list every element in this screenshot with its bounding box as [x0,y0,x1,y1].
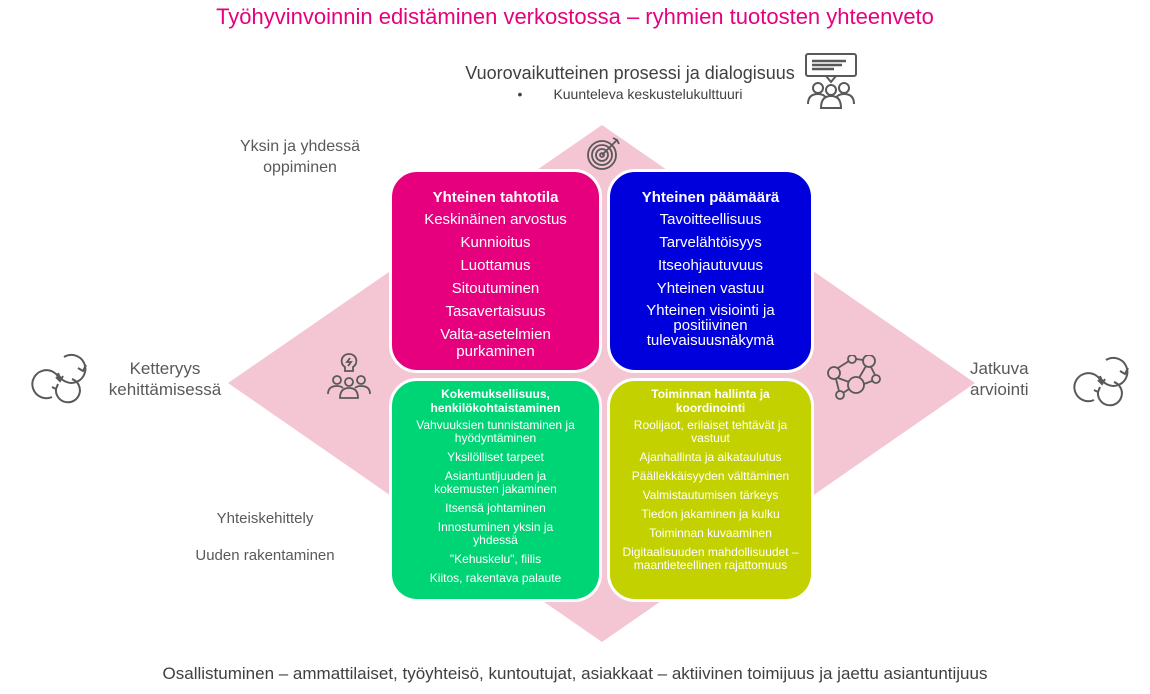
target-icon [587,137,620,170]
idea-group-icon [327,353,371,399]
box-shared-will: Yhteinen tahtotila Keskinäinen arvostus … [389,169,602,373]
box-shared-goal: Yhteinen päämäärä Tavoitteellisuus Tarve… [607,169,814,373]
box-item: Yhteinen vastuu [656,280,765,297]
label-co-development: Yhteiskehittely [216,510,314,527]
top-label: Vuorovaikutteinen prosessi ja dialogisuu… [465,63,795,83]
box-experiential: Kokemuksellisuus, henkilökohtaistaminen … [389,378,602,602]
box-item: "Kehuskelu", fiilis [449,552,542,566]
label-agility-line1: Ketteryys [129,359,201,378]
label-agility-line2: kehittämisessä [108,380,222,399]
box-item: Innostuminen yksin ja yhdessä [437,520,554,547]
box-item: Ajanhallinta ja aikataulutus [639,450,782,464]
network-icon [827,355,881,400]
label-learning-line1: Yksin ja yhdessä [239,138,361,155]
box-item: Tavoitteellisuus [659,211,762,228]
box-item: Tarvelähtöisyys [659,234,762,251]
bullet: • [517,86,523,102]
label-building-new: Uuden rakentaminen [195,547,335,564]
top-sublabel-text: Kuunteleva keskustelukulttuuri [553,86,743,102]
cycle-arrows-icon [1073,356,1129,407]
label-evaluation-line1: Jatkuva [970,359,1029,378]
box-item: Sitoutuminen [451,280,540,297]
box-item: Itseohjautuvuus [657,257,764,274]
label-evaluation-line2: arviointi [970,380,1029,399]
page-title: Työhyvinvoinnin edistäminen verkostossa … [216,4,934,29]
box-item: Digitaalisuuden mahdollisuudet – maantie… [622,545,799,572]
label-agility: Ketteryys kehittämisessä [95,358,235,400]
box-item: Yksilölliset tarpeet [447,450,544,464]
box-item: Valmistautumisen tärkeys [642,488,779,502]
box-coordination: Toiminnan hallinta ja koordinointi Rooli… [607,378,814,602]
box-item: Yhteinen visiointi ja positiivinen tulev… [646,302,775,349]
top-sublabel: • Kuunteleva keskustelukulttuuri [380,86,880,102]
box-heading: Toiminnan hallinta ja koordinointi [651,387,770,415]
box-item: Roolijaot, erilaiset tehtävät ja vastuut [633,418,788,445]
box-item: Luottamus [460,257,531,274]
box-item: Asiantuntijuuden ja kokemusten jakaminen [434,469,557,496]
box-item: Tasavertaisuus [445,303,546,320]
label-learning: Yksin ja yhdessä oppiminen [220,136,380,178]
box-item: Itsensä johtaminen [445,501,546,515]
box-item: Päällekkäisyyden välttäminen [631,469,790,483]
box-item: Valta-asetelmien purkaminen [440,326,551,360]
box-heading: Kokemuksellisuus, henkilökohtaistaminen [430,387,561,415]
box-item: Kiitos, rakentava palaute [429,571,562,585]
label-evaluation: Jatkuva arviointi [970,358,1030,400]
box-item: Kunnioitus [460,234,531,251]
dialogue-group-icon [805,53,857,109]
box-item: Keskinäinen arvostus [424,211,567,228]
bottom-label: Osallistuminen – ammattilaiset, työyhtei… [162,664,988,683]
box-heading: Yhteinen päämäärä [641,189,780,206]
label-learning-line2: oppiminen [263,159,337,176]
box-item: Toiminnan kuvaaminen [649,526,772,540]
cycle-arrows-icon [31,353,87,404]
box-item: Tiedon jakaminen ja kulku [641,507,780,521]
box-item: Vahvuuksien tunnistaminen ja hyödyntämin… [416,418,575,445]
box-heading: Yhteinen tahtotila [432,189,559,206]
